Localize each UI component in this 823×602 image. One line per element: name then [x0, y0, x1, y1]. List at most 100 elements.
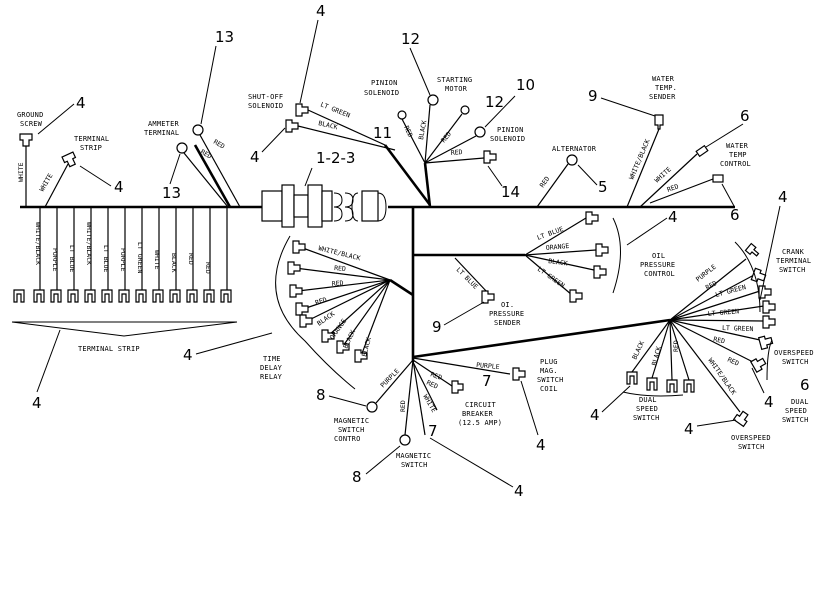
svg-text:SWITCH: SWITCH	[782, 416, 809, 424]
ground-screw-branch: WHITE GROUND SCREW 4	[17, 94, 86, 207]
svg-text:ORANGE: ORANGE	[545, 242, 569, 252]
ground-screw-label-l2: SCREW	[20, 120, 43, 128]
svg-text:OI.: OI.	[501, 301, 514, 309]
svg-text:RED: RED	[672, 340, 680, 352]
time-delay-relay-branch: WHITE/BLACK RED RED RED BLACK ORANGE BLA…	[183, 235, 414, 390]
svg-text:BLACK: BLACK	[548, 257, 569, 268]
callout-7a: 7	[482, 372, 492, 390]
svg-text:ALTERNATOR: ALTERNATOR	[552, 145, 597, 153]
strip-top-wire-label: WHITE	[38, 172, 55, 193]
svg-text:RED: RED	[199, 148, 213, 161]
relay-wires	[294, 246, 414, 357]
svg-text:RELAY: RELAY	[260, 373, 283, 381]
oil-ctrl-terminal-2	[595, 243, 609, 257]
shutoff-solenoid-top-icon	[295, 103, 309, 117]
svg-text:PURPLE: PURPLE	[476, 361, 500, 371]
svg-text:DUAL: DUAL	[639, 396, 657, 404]
svg-text:BLACK: BLACK	[170, 253, 178, 273]
oil-ctrl-terminal-1	[585, 211, 599, 225]
svg-text:CONTROL: CONTROL	[720, 160, 751, 168]
svg-text:OIL: OIL	[652, 252, 665, 260]
svg-text:LT GREEN: LT GREEN	[536, 265, 566, 290]
callout-7b: 7	[428, 422, 438, 440]
svg-text:SWITCH: SWITCH	[738, 443, 765, 451]
svg-text:TERMINAL: TERMINAL	[74, 135, 109, 143]
svg-text:WHITE: WHITE	[653, 165, 673, 184]
callout-11: 11	[373, 124, 392, 142]
callout-shutoff-left: 4	[250, 148, 260, 166]
svg-text:PRESSURE: PRESSURE	[489, 310, 524, 318]
circuit-breaker-branch: PURPLE RED RED WHITE PLUG MAG. SWITCH CO…	[412, 357, 563, 454]
svg-text:RED: RED	[538, 175, 551, 189]
callout-9-oil: 9	[432, 318, 442, 336]
oil-pressure-sender-icon	[481, 290, 495, 304]
svg-text:SOLENOID: SOLENOID	[248, 102, 283, 110]
svg-text:SENDER: SENDER	[494, 319, 521, 327]
svg-text:STARTING: STARTING	[437, 76, 472, 84]
svg-text:MAGNETIC: MAGNETIC	[334, 417, 369, 425]
svg-text:RED: RED	[726, 356, 740, 368]
oil-pressure-branch: LT BLUE ORANGE BLACK LT GREEN LT BLUE OI…	[432, 208, 678, 336]
svg-text:DUAL: DUAL	[791, 398, 809, 406]
pinion-2-connector-icon	[483, 150, 497, 164]
svg-text:WHITE: WHITE	[153, 250, 161, 270]
svg-text:SWITCH: SWITCH	[401, 461, 428, 469]
svg-text:LT GREEN: LT GREEN	[707, 307, 739, 318]
shutoff-solenoid-branch: LT GREEN BLACK SHUT-OFF SOLENOID 4 4 11	[248, 2, 432, 206]
water-temp-control-icon-2	[712, 174, 724, 183]
svg-text:SENDER: SENDER	[649, 93, 676, 101]
svg-text:BLACK: BLACK	[417, 120, 428, 141]
svg-text:LT GREEN: LT GREEN	[136, 242, 144, 273]
svg-text:PLUG: PLUG	[540, 358, 558, 366]
svg-text:SWITCH: SWITCH	[779, 266, 806, 274]
svg-text:TIME: TIME	[263, 355, 281, 363]
svg-text:LT BLUE: LT BLUE	[68, 245, 76, 272]
svg-text:STRIP: STRIP	[80, 144, 102, 152]
callout-crank-4: 4	[778, 188, 788, 206]
svg-text:BLACK: BLACK	[360, 336, 373, 357]
svg-text:MAG.: MAG.	[540, 367, 558, 375]
oil-ctrl-terminal-3	[593, 265, 607, 279]
svg-text:PRESSURE: PRESSURE	[640, 261, 675, 269]
callout-6a: 6	[740, 107, 750, 125]
main-harness	[20, 144, 735, 362]
svg-text:LT GREEN: LT GREEN	[722, 324, 754, 333]
svg-text:CONTRO: CONTRO	[334, 435, 361, 443]
svg-text:PINION: PINION	[371, 79, 398, 87]
svg-text:RED: RED	[331, 279, 343, 288]
svg-text:BLACK: BLACK	[631, 340, 647, 361]
ammeter-terminal-icon	[192, 124, 204, 136]
alternator-branch: RED ALTERNATOR 5	[536, 145, 608, 208]
svg-text:RED: RED	[713, 335, 726, 345]
svg-text:BLACK: BLACK	[650, 345, 663, 366]
oil-ctrl-terminal-4	[569, 289, 583, 303]
pinion-solenoid-2-icon	[474, 126, 486, 138]
svg-text:WATER: WATER	[652, 75, 675, 83]
svg-text:RED: RED	[334, 264, 346, 273]
svg-text:LT BLUE: LT BLUE	[455, 266, 480, 291]
svg-text:WHITE: WHITE	[421, 393, 438, 414]
svg-text:MAGNETIC: MAGNETIC	[396, 452, 431, 460]
ground-screw-terminal-icon	[19, 133, 33, 147]
svg-text:WHITE/BLACK: WHITE/BLACK	[627, 138, 651, 181]
ammeter-terminal-branch: RED RED AMMETER TERMINAL 13 13	[144, 28, 241, 208]
svg-text:TERMINAL: TERMINAL	[144, 129, 179, 137]
relay-terminals	[287, 240, 368, 363]
svg-text:COIL: COIL	[540, 385, 558, 393]
svg-text:DELAY: DELAY	[260, 364, 283, 372]
svg-text:AMMETER: AMMETER	[148, 120, 179, 128]
svg-text:OVERSPEED: OVERSPEED	[731, 434, 771, 442]
svg-text:BLACK: BLACK	[342, 329, 358, 350]
svg-text:CIRCUIT: CIRCUIT	[465, 401, 496, 409]
starting-motor-2-icon	[460, 105, 470, 115]
strip-wires	[39, 207, 228, 290]
strip-terminals	[13, 289, 232, 303]
circuit-breaker-icon	[451, 380, 464, 394]
ground-screw-label-l1: GROUND	[17, 111, 44, 119]
svg-text:RED: RED	[439, 130, 453, 144]
shutoff-solenoid-left-icon	[285, 119, 299, 133]
svg-text:SOLENOID: SOLENOID	[490, 135, 525, 143]
callout-strip-bottom: 4	[32, 394, 42, 412]
svg-text:TEMP.: TEMP.	[655, 84, 677, 92]
